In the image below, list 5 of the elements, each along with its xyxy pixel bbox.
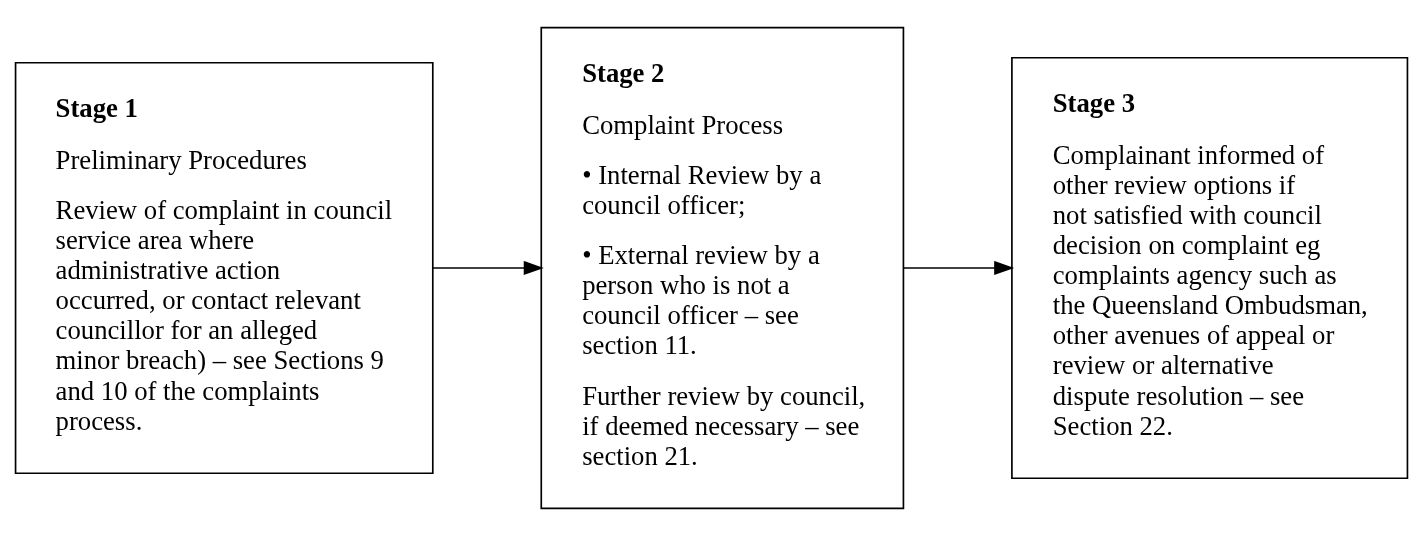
arrow [902,260,1015,275]
node-box: Stage 2 Complaint Process • Internal Review by a council officer; • External review by a person who is not a council officer – see section 11. Further review by council, if deemed necessary – see section 21. [540,26,905,509]
arrow [432,260,544,275]
node-box: Stage 3 Complainant informed of other review options if not satisfied with council decision on complaint eg complaints agency such as the Queensland Ombudsman, other avenues of appeal or review or alternative dispute resolution – see Section 22. [1011,56,1409,479]
node-box: Stage 1 Preliminary Procedures Review of complaint in council service area where administrative action occurred, or contact relevant councillor for an alleged minor breach) – see Sections 9 and 10 of the complaints process. [14,61,434,474]
